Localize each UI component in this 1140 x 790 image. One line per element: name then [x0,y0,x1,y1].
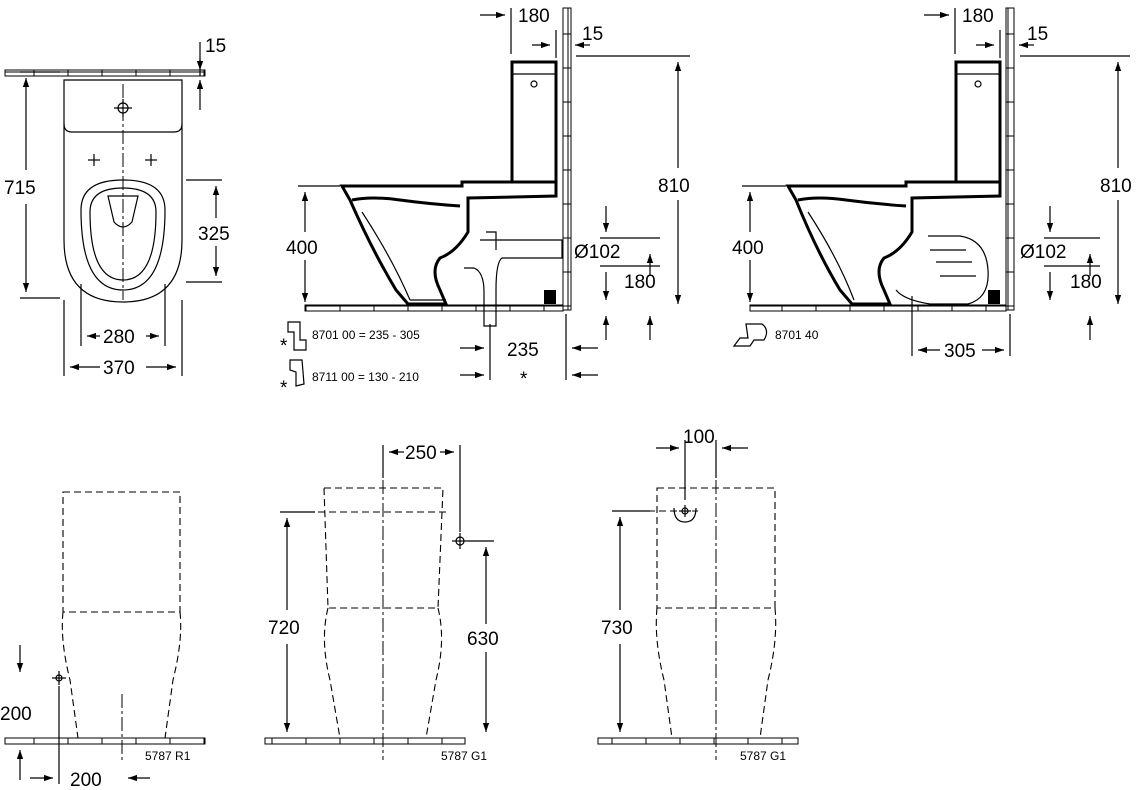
floor [264,737,466,745]
left-dim-235: 235 [507,340,539,361]
right-dim-305: 305 [944,341,976,362]
accessory-870100: 8701 00 = 235 - 305 [312,328,420,342]
accessory-icon-871100 [289,359,305,387]
accessory-871100: 8711 00 = 130 - 210 [312,370,419,384]
front-view-1: 200 200 5787 R1 [0,491,206,790]
outlet-connector [895,235,989,305]
wall-line [4,69,206,77]
pan-front-dashed [323,607,443,739]
side-view-right: 180 15 810 400 Ø102 180 305 8701 40 [732,6,1132,362]
left-dim-180-outlet: 180 [624,272,656,293]
front3-dim-730: 730 [601,618,633,639]
floor [304,304,564,312]
inlet-point [452,533,468,549]
floor [597,737,799,745]
wall [1005,7,1015,311]
outlet-connector [464,239,563,327]
fixing-point-right [145,154,157,166]
right-dim-810: 810 [1100,176,1132,197]
fixing-point-left [88,154,100,166]
accessory-marker: * [280,336,288,357]
side-view-left: 180 15 810 400 Ø102 180 235 * [280,6,690,399]
right-dim-400: 400 [732,238,764,259]
bowl-top-outline [63,124,183,303]
left-dim-180: 180 [518,6,550,27]
cistern [510,60,558,184]
pan-front-dashed [61,611,182,739]
inlet-point [673,505,697,523]
left-dim-400: 400 [286,238,318,259]
front2-dim-630: 630 [467,629,499,650]
cistern-front-dashed [323,487,444,609]
front-view-2: 250 720 630 5787 G1 [264,443,499,763]
front3-dim-100: 100 [683,427,715,448]
seat-outline [80,179,166,291]
wall [562,7,572,311]
left-dim-15: 15 [582,24,603,45]
floor [749,304,1007,312]
front1-dim-200-height: 200 [0,704,32,725]
right-dim-180-outlet: 180 [1070,272,1102,293]
inlet-point [52,671,66,685]
top-view: 15 715 325 280 370 [4,36,230,379]
accessory-870140: 8701 40 [775,328,819,342]
seat-opening [89,187,157,281]
front1-code: 5787 R1 [145,749,191,763]
cistern [954,60,1002,184]
accessory-icon-870100 [287,321,307,351]
front1-dim-200-width: 200 [70,770,102,790]
front2-dim-250: 250 [405,443,437,464]
right-dim-d102: Ø102 [1020,242,1066,263]
front-view-3: 100 730 5787 G1 [597,427,799,763]
top-dim-325: 325 [198,224,230,245]
toilet-bowl [785,180,1002,306]
hinge-cover [107,195,139,228]
top-dim-15: 15 [205,36,226,57]
left-dim-d102: Ø102 [574,242,620,263]
left-asterisk: * [520,369,528,390]
cistern-front-dashed [62,491,181,613]
top-dim-280: 280 [103,327,135,348]
front2-code: 5787 G1 [441,749,487,763]
left-dim-810: 810 [658,176,690,197]
right-dim-180: 180 [962,6,994,27]
front2-dim-720: 720 [268,618,300,639]
top-dim-370: 370 [103,358,135,379]
right-dim-15: 15 [1027,24,1048,45]
accessory-marker-2: * [280,378,288,399]
top-dim-715: 715 [4,178,36,199]
pan-front-dashed [655,607,777,739]
floor [4,737,206,745]
accessory-icon-870140 [732,323,768,347]
front3-code: 5787 G1 [740,749,786,763]
toilet-bowl [339,180,558,306]
